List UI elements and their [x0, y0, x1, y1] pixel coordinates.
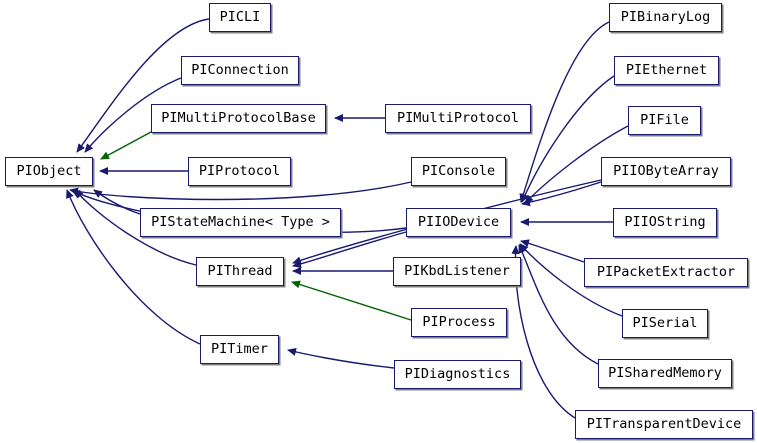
class-node-piconsole[interactable]: PIConsole [411, 157, 506, 186]
edge-pimultiprotocolbase-to-piobject [100, 131, 152, 160]
class-node-pipacketextractor[interactable]: PIPacketExtractor [584, 258, 748, 287]
class-node-pifile[interactable]: PIFile [628, 106, 701, 135]
class-node-piprotocol[interactable]: PIProtocol [188, 157, 291, 186]
edge-pitransparentdevice-to-piiodevice [511, 245, 576, 419]
class-node-label: PITimer [211, 340, 268, 357]
class-node-label: PIConsole [421, 162, 496, 179]
class-node-pibinarylog[interactable]: PIBinaryLog [609, 3, 722, 32]
class-node-label: PIProcess [422, 313, 496, 330]
class-node-label: PIKbdListener [404, 262, 510, 279]
class-node-piiodevice[interactable]: PIIODevice [406, 208, 511, 237]
edge-pipacketextractor-to-piiodevice [520, 239, 585, 263]
class-node-pistatemachine[interactable]: PIStateMachine< Type > [140, 208, 341, 237]
class-node-label: PICLI [219, 8, 261, 25]
class-node-piethernet[interactable]: PIEthernet [614, 56, 719, 85]
class-node-pimultiprotocol[interactable]: PIMultiProtocol [385, 104, 531, 133]
edge-pistatemachine-to-piobject [93, 189, 141, 215]
class-node-label: PIConnection [191, 61, 289, 78]
class-node-label: PIMultiProtocol [397, 109, 519, 126]
class-node-label: PIBinaryLog [620, 8, 711, 25]
class-node-label: PIObject [16, 162, 82, 179]
class-node-pimultiprotocolbase[interactable]: PIMultiProtocolBase [151, 104, 326, 133]
class-node-pitimer[interactable]: PITimer [200, 335, 279, 364]
edge-piiodevice-to-pithread [292, 231, 407, 269]
class-node-piiobytearray[interactable]: PIIOByteArray [601, 157, 731, 186]
class-node-label: PIMultiProtocolBase [161, 109, 316, 126]
class-node-label: PIProtocol [198, 162, 281, 179]
class-node-label: PIPacketExtractor [596, 263, 736, 280]
class-node-label: PIFile [640, 111, 689, 128]
edge-pibinarylog-to-piiodevice [519, 21, 610, 203]
class-node-label: PITransparentDevice [586, 415, 742, 432]
edge-pidiagnostics-to-pitimer [287, 348, 395, 369]
class-node-piserial[interactable]: PISerial [622, 309, 708, 338]
class-node-label: PIIOString [624, 213, 706, 230]
class-node-label: PIIODevice [417, 213, 500, 230]
class-node-label: PIThread [207, 262, 273, 279]
class-node-picli[interactable]: PICLI [209, 3, 271, 32]
class-node-piprocess[interactable]: PIProcess [411, 308, 507, 337]
class-node-label: PIDiagnostics [404, 365, 511, 382]
edge-piprocess-to-pithread [291, 280, 412, 321]
class-node-piiostring[interactable]: PIIOString [613, 208, 717, 237]
class-node-label: PISerial [632, 314, 698, 331]
class-node-label: PIIOByteArray [613, 162, 719, 179]
class-node-label: PISharedMemory [608, 364, 722, 381]
class-node-pidiagnostics[interactable]: PIDiagnostics [394, 360, 521, 389]
class-node-pikbdlistener[interactable]: PIKbdListener [393, 257, 521, 286]
edge-piiobytearray-to-piiodevice [521, 181, 602, 207]
class-node-pitransparentdevice[interactable]: PITransparentDevice [575, 410, 753, 439]
class-node-piobject[interactable]: PIObject [5, 157, 93, 186]
class-node-pithread[interactable]: PIThread [196, 257, 284, 286]
class-node-label: PIStateMachine< Type > [151, 213, 330, 230]
class-node-piconnection[interactable]: PIConnection [181, 56, 299, 85]
class-node-label: PIEthernet [625, 61, 708, 78]
class-node-pisharedmemory[interactable]: PISharedMemory [598, 359, 732, 388]
